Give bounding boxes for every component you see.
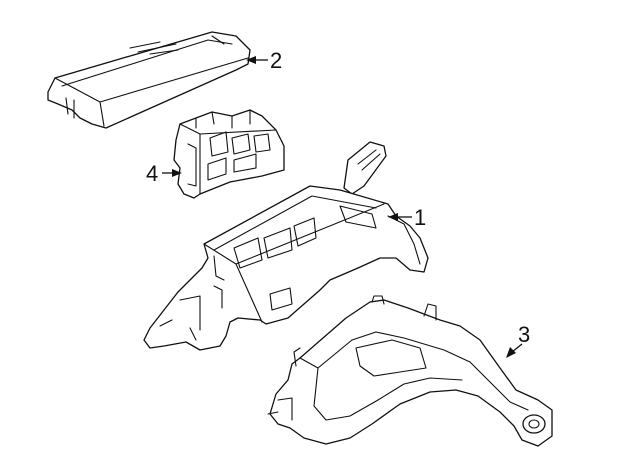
callout-3: 3 xyxy=(506,322,530,358)
callout-label-4: 4 xyxy=(146,161,158,186)
callout-2: 2 xyxy=(246,48,282,73)
lower-bracket[interactable] xyxy=(267,295,553,447)
relay-block[interactable] xyxy=(173,109,285,199)
callout-label-3: 3 xyxy=(518,322,530,347)
callout-label-2: 2 xyxy=(270,48,282,73)
callout-1: 1 xyxy=(388,205,426,230)
callout-4: 4 xyxy=(146,161,182,186)
callout-label-1: 1 xyxy=(414,205,426,230)
fuse-box-cover[interactable] xyxy=(47,31,251,129)
